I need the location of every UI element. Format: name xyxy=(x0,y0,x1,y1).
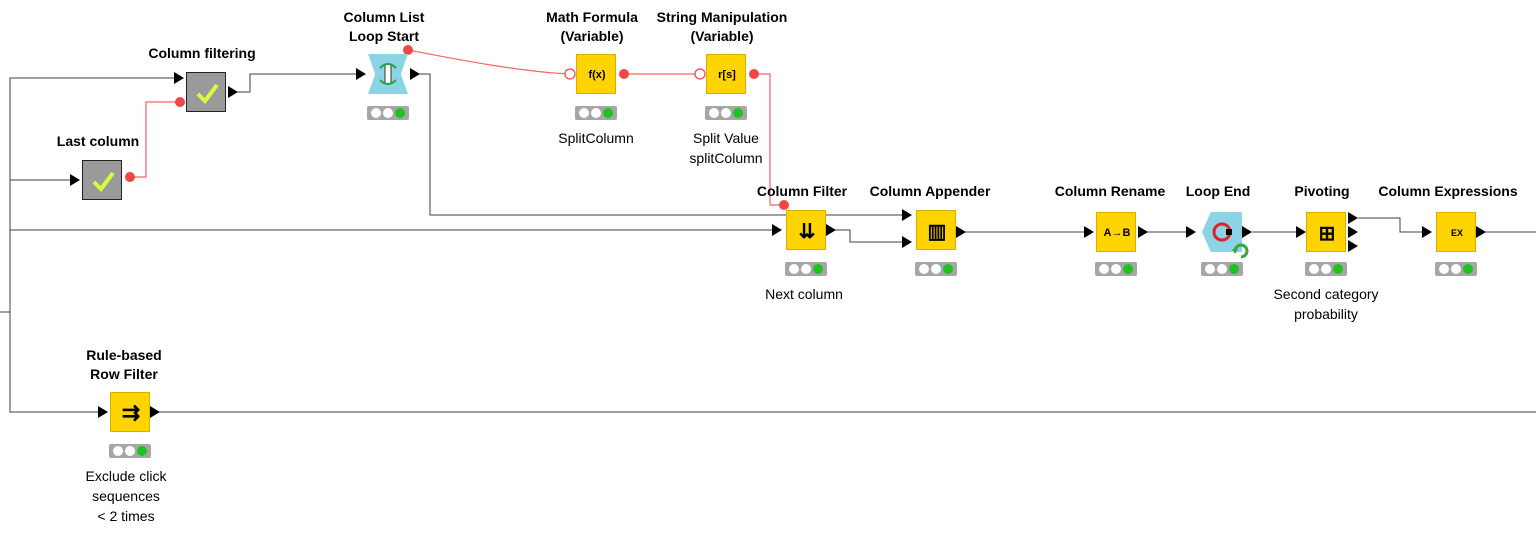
node-icon-box[interactable]: ⊞ xyxy=(1306,212,1346,252)
loop-end-icon xyxy=(1212,222,1232,242)
string-icon: r[s] xyxy=(718,69,736,81)
data-input-port[interactable] xyxy=(70,174,80,186)
data-input-port[interactable] xyxy=(98,406,108,418)
column-filter-icon: ⇊ xyxy=(798,220,816,243)
data-input-port[interactable] xyxy=(1186,226,1196,238)
node-icon-box[interactable] xyxy=(82,160,122,200)
data-output-port[interactable] xyxy=(228,86,238,98)
flow-variable-connection[interactable] xyxy=(754,73,784,206)
status-indicator xyxy=(785,262,827,276)
node-title: Column Expressions xyxy=(1378,183,1518,199)
node-title: Column filtering xyxy=(148,45,256,61)
status-indicator xyxy=(1201,262,1243,276)
fx-icon: f(x) xyxy=(588,69,606,81)
data-connection[interactable] xyxy=(418,73,906,216)
data-connection[interactable] xyxy=(236,73,362,93)
status-indicator xyxy=(1305,262,1347,276)
status-indicator xyxy=(109,444,151,458)
status-indicator xyxy=(575,106,617,120)
flow-variable-port[interactable] xyxy=(403,45,413,55)
data-input-port[interactable] xyxy=(1422,226,1432,238)
data-input-port[interactable] xyxy=(1296,226,1306,238)
data-output-port[interactable] xyxy=(1476,226,1486,238)
row-filter-icon: ⇉ xyxy=(121,400,141,425)
node-icon-box[interactable]: ⇉ xyxy=(110,392,150,432)
node-title: Column List Loop Start xyxy=(343,9,425,44)
node-title: Loop End xyxy=(1185,183,1251,199)
data-connection[interactable] xyxy=(1358,217,1426,233)
data-input-port[interactable] xyxy=(1084,226,1094,238)
data-output-port[interactable] xyxy=(1348,212,1358,224)
node-title: Last column xyxy=(56,133,140,149)
data-connection[interactable] xyxy=(9,312,102,413)
node-title: Pivoting xyxy=(1294,183,1350,199)
flow-variable-port[interactable] xyxy=(175,97,185,107)
data-connection[interactable] xyxy=(833,229,906,243)
column-appender-icon: ▥ xyxy=(927,220,947,243)
flow-variable-connection[interactable] xyxy=(130,101,180,178)
data-input-port[interactable] xyxy=(902,236,912,248)
flow-variable-port[interactable] xyxy=(779,200,789,210)
data-output-port[interactable] xyxy=(1348,226,1358,238)
expression-icon: EX xyxy=(1450,228,1463,238)
status-indicator xyxy=(367,106,409,120)
flow-variable-port[interactable] xyxy=(749,69,759,79)
node-title: Rule-based Row Filter xyxy=(86,347,162,382)
data-output-port[interactable] xyxy=(1138,226,1148,238)
data-output-port[interactable] xyxy=(826,224,836,236)
flow-variable-port[interactable] xyxy=(619,69,629,79)
loop-refresh-icon xyxy=(1232,243,1249,259)
data-input-port[interactable] xyxy=(174,72,184,84)
status-indicator xyxy=(915,262,957,276)
data-output-port[interactable] xyxy=(1242,226,1252,238)
data-output-port[interactable] xyxy=(150,406,160,418)
flow-variable-connection[interactable] xyxy=(407,49,571,75)
node-title: Column Rename xyxy=(1054,183,1166,199)
node-icon-box[interactable] xyxy=(1202,212,1242,252)
node-title: String Manipulation (Variable) xyxy=(656,9,788,44)
data-input-port[interactable] xyxy=(902,209,912,221)
status-indicator xyxy=(1435,262,1477,276)
flow-variable-input-port[interactable] xyxy=(564,68,576,80)
node-icon-box[interactable]: r[s] xyxy=(706,54,746,94)
node-icon-box[interactable] xyxy=(186,72,226,112)
node-icon-box[interactable]: ⇊ xyxy=(786,210,826,250)
node-icon-box[interactable]: ▥ xyxy=(916,210,956,250)
data-output-port[interactable] xyxy=(956,226,966,238)
checkmark-icon xyxy=(196,83,219,105)
node-label: Next column xyxy=(765,286,843,302)
column-rename-icon: A→B xyxy=(1103,227,1131,239)
pivot-icon: ⊞ xyxy=(1318,222,1336,245)
data-output-port[interactable] xyxy=(410,68,420,80)
node-title: Math Formula (Variable) xyxy=(546,9,638,44)
data-connection[interactable] xyxy=(0,77,182,313)
node-title: Column Appender xyxy=(869,183,991,199)
flow-variable-input-port[interactable] xyxy=(694,68,706,80)
node-icon-box[interactable]: A→B xyxy=(1096,212,1136,252)
node-label: SplitColumn xyxy=(558,130,634,146)
node-label: Split Value splitColumn xyxy=(689,130,763,166)
node-label: Exclude click sequences < 2 times xyxy=(85,468,167,524)
node-icon-box[interactable]: EX xyxy=(1436,212,1476,252)
checkmark-icon xyxy=(92,171,115,193)
data-input-port[interactable] xyxy=(356,68,366,80)
node-title: Column Filter xyxy=(756,183,848,199)
data-input-port[interactable] xyxy=(772,224,782,236)
node-label: Second category probability xyxy=(1273,286,1379,322)
node-icon-box[interactable]: f(x) xyxy=(576,54,616,94)
status-indicator xyxy=(1095,262,1137,276)
data-output-port[interactable] xyxy=(1348,240,1358,252)
status-indicator xyxy=(705,106,747,120)
flow-variable-port[interactable] xyxy=(125,172,135,182)
loop-start-icon xyxy=(379,63,397,85)
